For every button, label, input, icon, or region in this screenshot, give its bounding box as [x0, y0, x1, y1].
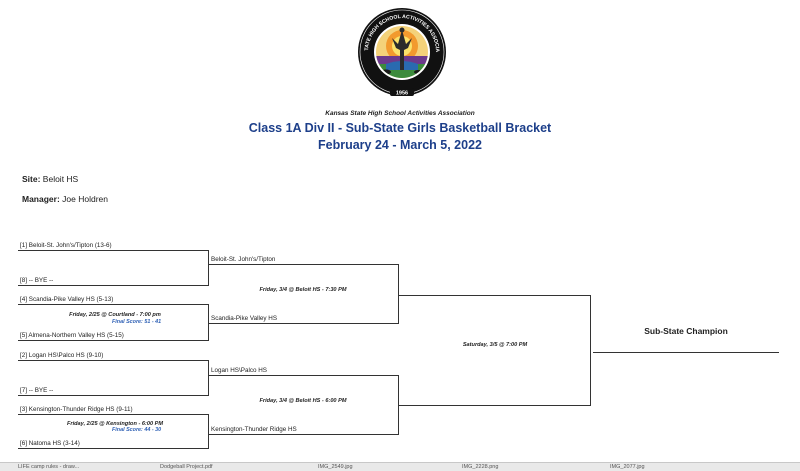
team-slot: [5] Almena-Northern Valley HS (5-15) — [20, 332, 124, 339]
team-slot: Scandia-Pike Valley HS — [211, 315, 278, 322]
bracket-dates: February 24 - March 5, 2022 — [318, 138, 482, 152]
bracket-line — [18, 340, 208, 341]
site-line: Site: Beloit HS — [22, 174, 78, 184]
logo-year: 1956 — [396, 91, 408, 97]
bracket-line — [208, 434, 398, 435]
team-slot: [4] Scandia-Pike Valley HS (5-13) — [20, 296, 114, 303]
bracket-line — [18, 448, 208, 449]
bracket-line — [398, 295, 590, 296]
taskbar-item[interactable]: Dodgeball Project.pdf — [160, 464, 213, 470]
bracket-line — [18, 304, 208, 305]
bracket-line — [398, 405, 590, 406]
bracket-line — [208, 304, 209, 341]
game-info: Friday, 2/25 @ Courtland - 7:00 pm — [69, 312, 161, 318]
site-label: Site: — [22, 174, 41, 184]
team-slot: [7] -- BYE -- — [20, 387, 54, 394]
taskbar-item[interactable]: IMG_2549.jpg — [318, 464, 353, 470]
bracket-line — [208, 264, 398, 265]
bracket-title: Class 1A Div II - Sub-State Girls Basket… — [248, 121, 552, 135]
bracket-line — [398, 264, 399, 324]
taskbar-item[interactable]: IMG_2077.jpg — [610, 464, 645, 470]
taskbar-item[interactable]: IMG_2228.png — [462, 464, 499, 470]
team-slot: [2] Logan HS\Palco HS (9-10) — [20, 352, 104, 359]
team-slot: [6] Natoma HS (3-14) — [20, 440, 80, 447]
team-slot: [8] -- BYE -- — [20, 277, 54, 284]
bracket-line — [208, 250, 209, 286]
team-slot: Kensington-Thunder Ridge HS — [211, 426, 297, 433]
manager-label: Manager: — [22, 194, 60, 204]
bracket-line — [18, 395, 208, 396]
bracket-line — [18, 250, 208, 251]
taskbar-item[interactable]: LIFE camp rules - draw... — [18, 464, 80, 470]
team-slot: [3] Kensington-Thunder Ridge HS (9-11) — [20, 406, 133, 413]
bracket-line — [208, 360, 209, 396]
game-info: Friday, 3/4 @ Beloit HS - 6:00 PM — [259, 398, 347, 404]
bracket-line — [18, 414, 208, 415]
champion-label: Sub-State Champion — [644, 326, 728, 336]
bracket-line — [18, 360, 208, 361]
khsaa-logo: KANSAS STATE HIGH SCHOOL ACTIVITIES ASSO… — [356, 4, 446, 97]
game-info: Saturday, 3/5 @ 7:00 PM — [462, 342, 528, 348]
org-name: Kansas State High School Activities Asso… — [325, 110, 475, 117]
game-info: Friday, 3/4 @ Beloit HS - 7:30 PM — [259, 287, 347, 293]
taskbar: LIFE camp rules - draw... Dodgeball Proj… — [0, 462, 800, 471]
bracket-line — [590, 295, 591, 406]
bracket-line — [208, 375, 398, 376]
champion-line — [593, 352, 779, 353]
team-slot: Beloit-St. John's/Tipton — [211, 256, 276, 263]
final-score: Final Score: 51 - 41 — [112, 319, 162, 325]
site-value: Beloit HS — [42, 174, 79, 184]
final-score: Final Score: 44 - 30 — [112, 427, 162, 433]
manager-line: Manager: Joe Holdren — [22, 194, 108, 204]
team-slot: [1] Beloit-St. John's/Tipton (13-6) — [20, 242, 112, 249]
bracket-line — [208, 323, 398, 324]
team-slot: Logan HS\Palco HS — [211, 367, 268, 374]
manager-value: Joe Holdren — [62, 194, 109, 204]
game-info: Friday, 2/25 @ Kensington - 6:00 PM — [66, 421, 163, 427]
bracket-line — [18, 285, 208, 286]
bracket-line — [208, 414, 209, 449]
